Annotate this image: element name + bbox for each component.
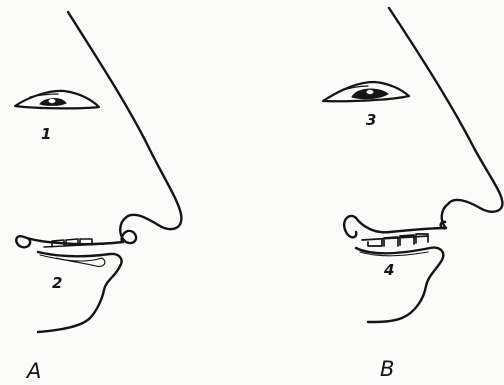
profile-b-eye [323,82,409,101]
profile-b-panel-label: B [380,357,394,381]
profile-a-panel-label: A [25,359,41,383]
profile-panel-a: 1 2 A [15,12,181,383]
profile-a-eye-label: 1 [41,125,51,143]
profile-a-eye [15,91,99,109]
profile-b-eye-label: 3 [366,111,376,129]
profile-a-upper-lip [120,216,136,243]
profile-a-chin [38,266,120,332]
profile-b-teeth [362,234,428,246]
profile-a-face-outline [68,12,181,229]
profile-panel-b: 3 4 B [323,8,502,381]
profile-b-mouth-label: 4 [383,261,394,279]
profile-a-mouth-label: 2 [52,274,62,292]
profile-b-upper-lip [441,204,448,228]
profile-b-mouth-corner [344,216,446,237]
profile-b-chin [368,260,442,322]
profile-a-lower-lip [38,252,122,266]
profile-b-face-outline [389,8,502,212]
